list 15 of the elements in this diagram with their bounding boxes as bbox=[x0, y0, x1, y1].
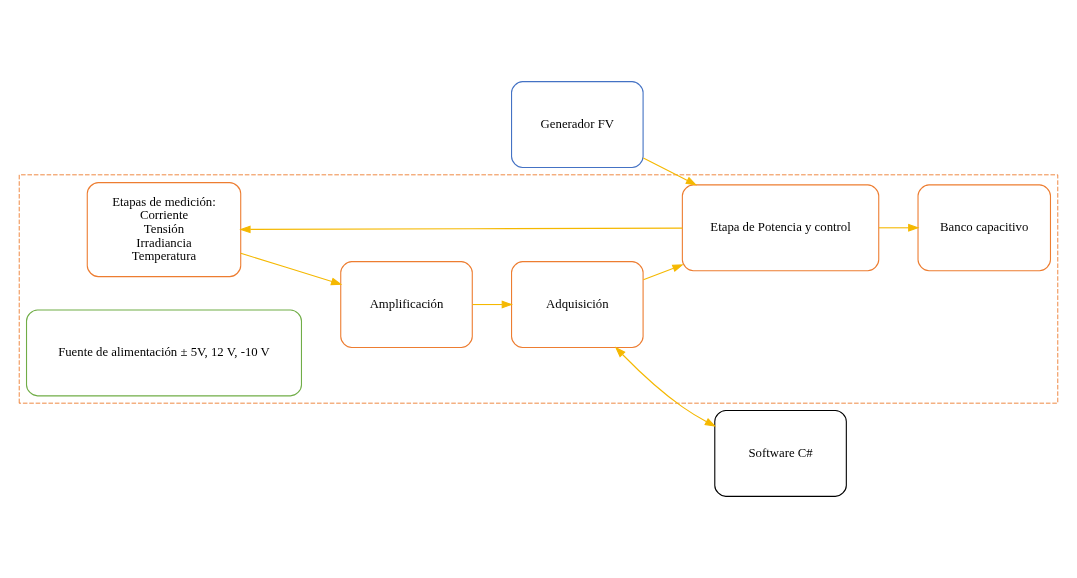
node-box: Generador FV bbox=[511, 81, 644, 169]
arrow bbox=[239, 225, 683, 234]
node-box: Adquisición bbox=[511, 261, 644, 348]
arrow bbox=[642, 264, 684, 281]
arrow bbox=[240, 252, 343, 286]
arrow bbox=[471, 300, 513, 309]
node-box: Banco capacitivo bbox=[917, 184, 1051, 272]
node-box: Etapa de Potencia y control bbox=[681, 184, 880, 272]
arrow bbox=[642, 157, 698, 186]
node-box: Etapas de medición: Corriente Tensión Irradiancia Temperatura bbox=[86, 182, 242, 278]
node-box: Software C# bbox=[714, 409, 847, 497]
node-box: Amplificación bbox=[340, 261, 473, 348]
node-box: Fuente de alimentación ± 5V, 12 V, -10 V bbox=[26, 309, 303, 397]
arrow bbox=[614, 346, 717, 427]
arrow bbox=[878, 223, 920, 232]
